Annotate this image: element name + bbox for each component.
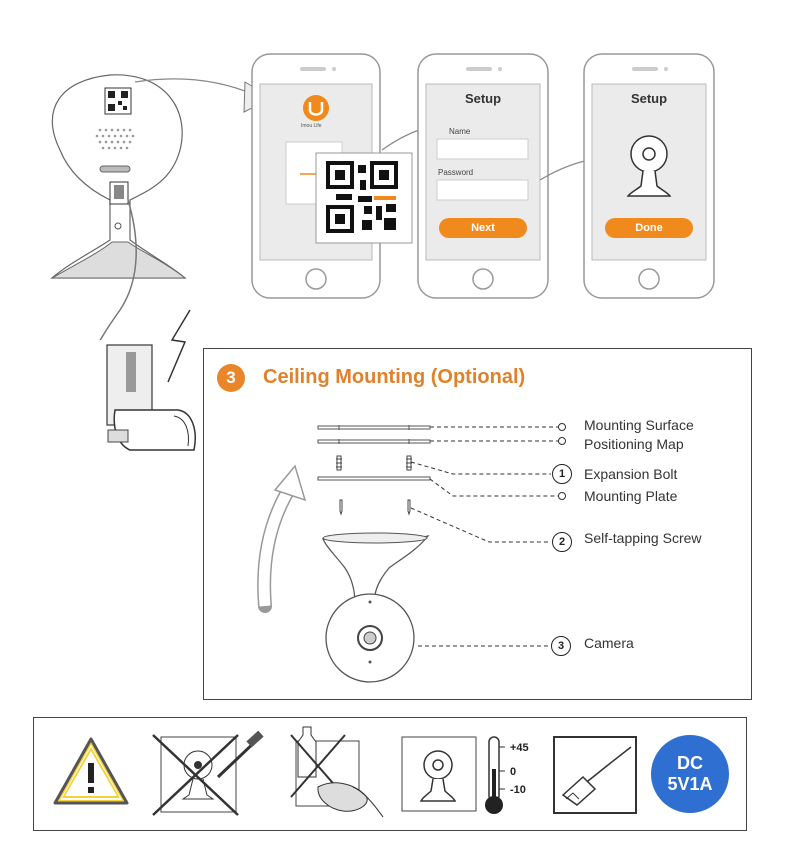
ceiling-mounting-panel — [203, 348, 752, 700]
power-spec-line1: DC — [677, 753, 703, 773]
part-label-mounting-plate: Mounting Plate — [584, 488, 678, 504]
camera-icon — [626, 135, 672, 197]
ceiling-camera-icon — [321, 532, 430, 683]
mounting-diagram — [257, 423, 566, 683]
no-disassembly-icon — [152, 730, 264, 816]
app-name: Imou Life — [301, 123, 322, 129]
setup-illustration — [50, 53, 715, 340]
callout-1: 1 — [552, 464, 572, 484]
temp-high: +45 — [510, 742, 529, 754]
warning-triangle-icon — [53, 737, 129, 805]
lightning-icon — [167, 309, 191, 383]
section-number: 3 — [217, 364, 245, 392]
warning-icons — [53, 726, 637, 818]
callout-3: 3 — [551, 636, 571, 656]
callout-2: 2 — [552, 532, 572, 552]
qr-code-card — [315, 152, 413, 244]
phone2-title: Setup — [464, 91, 502, 106]
no-liquid-cleaning-icon — [290, 726, 384, 818]
temp-mid: 0 — [510, 766, 517, 778]
power-spec-badge: DC 5V1A — [651, 735, 729, 813]
usb-cable-icon — [553, 736, 637, 814]
temp-low: -10 — [510, 784, 526, 796]
app-logo-icon — [303, 95, 329, 121]
part-label-expansion-bolt: Expansion Bolt — [584, 466, 678, 482]
warnings-panel — [33, 717, 747, 831]
camera-illustration — [50, 74, 187, 279]
phone3-title: Setup — [630, 91, 668, 106]
password-field-label: Password — [438, 168, 474, 177]
power-adapter-illustration — [106, 309, 196, 451]
part-label-camera: Camera — [584, 635, 634, 651]
indoor-camera-icon — [401, 736, 477, 812]
power-spec-line2: 5V1A — [667, 774, 713, 794]
thermometer-icon — [485, 736, 505, 814]
section-title: Ceiling Mounting (Optional) — [263, 366, 526, 388]
part-label-mounting-surface: Mounting Surface — [584, 417, 694, 433]
next-button[interactable]: Next — [439, 218, 527, 238]
part-label-positioning-map: Positioning Map — [584, 436, 684, 452]
part-label-self-tapping-screw: Self-tapping Screw — [584, 530, 702, 546]
done-button[interactable]: Done — [605, 218, 693, 238]
name-field-label: Name — [449, 127, 471, 136]
